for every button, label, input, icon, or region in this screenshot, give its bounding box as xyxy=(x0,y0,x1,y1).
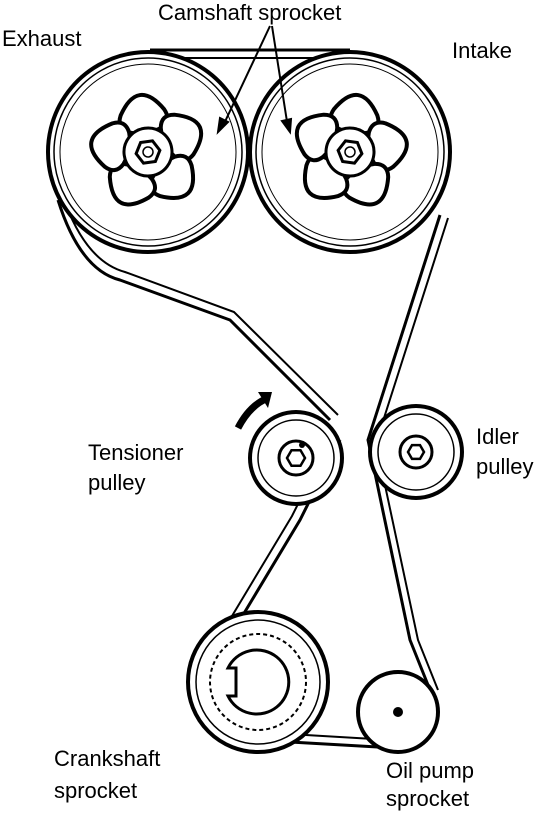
camshaft-leader-lines xyxy=(216,25,293,135)
label-intake: Intake xyxy=(452,38,512,63)
label-idler-pulley-line2: pulley xyxy=(476,454,533,479)
rotation-arrow-icon xyxy=(234,392,272,430)
label-idler-pulley-line1: Idler xyxy=(476,424,519,449)
label-oil-pump-sprocket-line1: Oil pump xyxy=(386,758,474,783)
label-tensioner-pulley-line2: pulley xyxy=(88,470,145,495)
label-crankshaft-sprocket-line2: sprocket xyxy=(54,778,137,803)
tensioner-pulley xyxy=(248,410,344,506)
label-crankshaft-sprocket-line1: Crankshaft xyxy=(54,746,160,771)
label-oil-pump-sprocket-line2: sprocket xyxy=(386,786,469,811)
oil-pump-sprocket xyxy=(356,670,440,754)
idler-pulley xyxy=(368,404,464,500)
label-tensioner-pulley-line1: Tensioner xyxy=(88,440,183,465)
label-camshaft-sprocket: Camshaft sprocket xyxy=(158,0,341,25)
crankshaft-sprocket xyxy=(186,610,330,754)
label-exhaust: Exhaust xyxy=(2,26,82,51)
intake-camshaft-sprocket xyxy=(235,37,465,267)
